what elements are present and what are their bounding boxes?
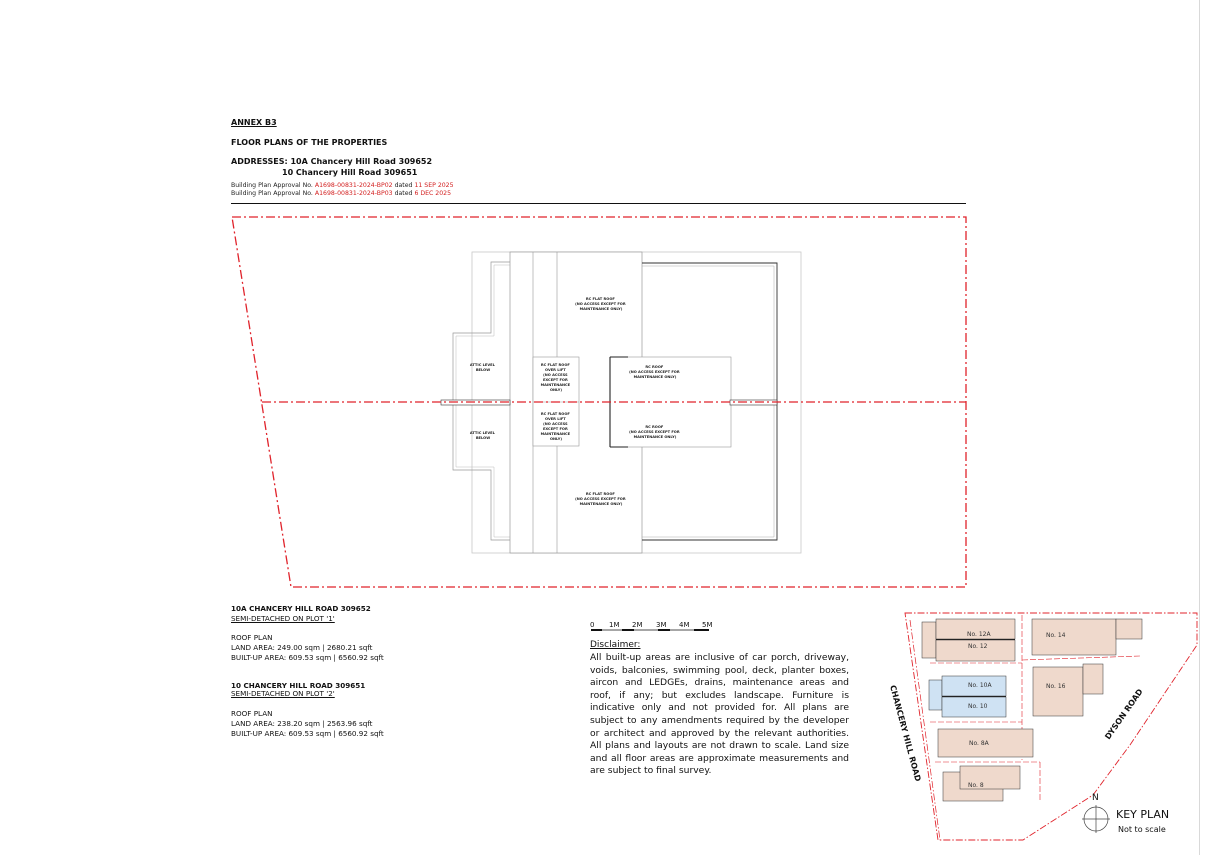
page-edge-line [1199,0,1200,855]
address-line-1: ADDRESSES: 10A Chancery Hill Road 309652 [231,157,433,166]
scale-label-2: 2M [632,621,643,629]
unit2-plan-name: ROOF PLAN [231,709,273,718]
lot-label-12a: No. 12A [967,631,992,638]
key-plan-subtitle: Not to scale [1118,825,1166,834]
north-arrow-icon [1082,805,1110,833]
unit1-land-area: LAND AREA: 249.00 sqm | 2680.21 sqft [231,643,373,652]
scale-label-4: 4M [679,621,690,629]
unit1-plot: SEMI-DETACHED ON PLOT '1' [231,614,335,623]
unit2-built-up-area: BUILT-UP AREA: 609.53 sqm | 6560.92 sqft [231,729,384,738]
key-plan-boundary [904,612,1198,841]
lot-label-10: No. 10 [968,703,988,710]
scale-label-0: 0 [590,621,594,629]
north-label: N [1092,793,1099,803]
lift-top-label: RC FLAT ROOF OVER LIFT (NO ACCESS EXCEPT… [541,363,572,392]
scale-bar: 0 1M 2M 3M 4M 5M [590,621,713,631]
address-line-2: 10 Chancery Hill Road 309651 [282,168,418,177]
disclaimer-body: All built-up areas are inclusive of car … [590,652,849,777]
unit2-title: 10 CHANCERY HILL ROAD 309651 [231,681,366,690]
lot-label-10a: No. 10A [968,682,993,689]
lift-bottom-label: RC FLAT ROOF OVER LIFT (NO ACCESS EXCEPT… [541,412,572,441]
approval-line-2: Building Plan Approval No. A1698-00831-2… [231,190,452,197]
rc-flat-roof-top-label: RC FLAT ROOF (NO ACCESS EXCEPT FOR MAINT… [575,297,627,311]
scale-label-3: 3M [656,621,667,629]
plot-boundary [231,216,967,588]
unit2-plot: SEMI-DETACHED ON PLOT '2' [231,689,335,698]
key-plan-title: KEY PLAN [1116,808,1170,821]
scale-label-1: 1M [609,621,620,629]
lot-label-8: No. 8 [968,782,984,789]
lot-label-12: No. 12 [968,643,988,650]
disclaimer-title: Disclaimer: [590,640,641,650]
unit1-built-up-area: BUILT-UP AREA: 609.53 sqm | 6560.92 sqft [231,653,384,662]
rc-roof-top-label: RC ROOF (NO ACCESS EXCEPT FOR MAINTENANC… [629,365,681,379]
rc-roof-bottom-label: RC ROOF (NO ACCESS EXCEPT FOR MAINTENANC… [629,425,681,439]
lot-label-16: No. 16 [1046,683,1066,690]
lot-label-8a: No. 8A [969,740,990,747]
unit1-title: 10A CHANCERY HILL ROAD 309652 [231,604,371,613]
lot-label-14: No. 14 [1046,632,1066,639]
key-plan: No. 12A No. 12 No. 14 No. 10A No. 10 No.… [888,612,1198,841]
unit2-land-area: LAND AREA: 238.20 sqm | 2563.96 sqft [231,719,373,728]
document-title: FLOOR PLANS OF THE PROPERTIES [231,138,388,147]
header-divider [231,203,966,204]
attic-bottom-label: ATTIC LEVEL BELOW [470,431,496,440]
approval-line-1: Building Plan Approval No. A1698-00831-2… [231,182,454,189]
scale-label-5: 5M [702,621,713,629]
rc-flat-roof-bottom-label: RC FLAT ROOF (NO ACCESS EXCEPT FOR MAINT… [575,492,627,506]
attic-top-label: ATTIC LEVEL BELOW [470,363,496,372]
annex-label: ANNEX B3 [231,118,277,127]
unit1-plan-name: ROOF PLAN [231,633,273,642]
road-label-dyson: DYSON ROAD [1103,687,1145,741]
